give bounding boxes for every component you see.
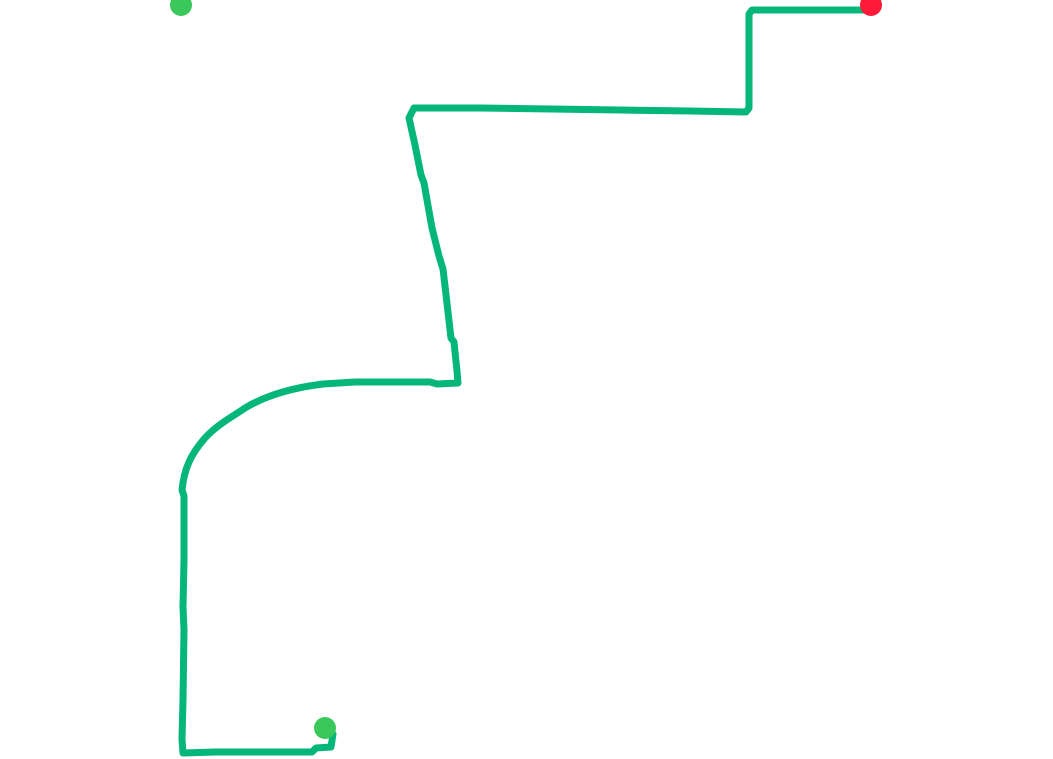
end-marker-dot[interactable]: [860, 0, 882, 16]
start-marker-dot[interactable]: [170, 0, 192, 16]
endpoint-marker-dot[interactable]: [314, 717, 336, 739]
drawn-path-line[interactable]: [178, 6, 874, 757]
